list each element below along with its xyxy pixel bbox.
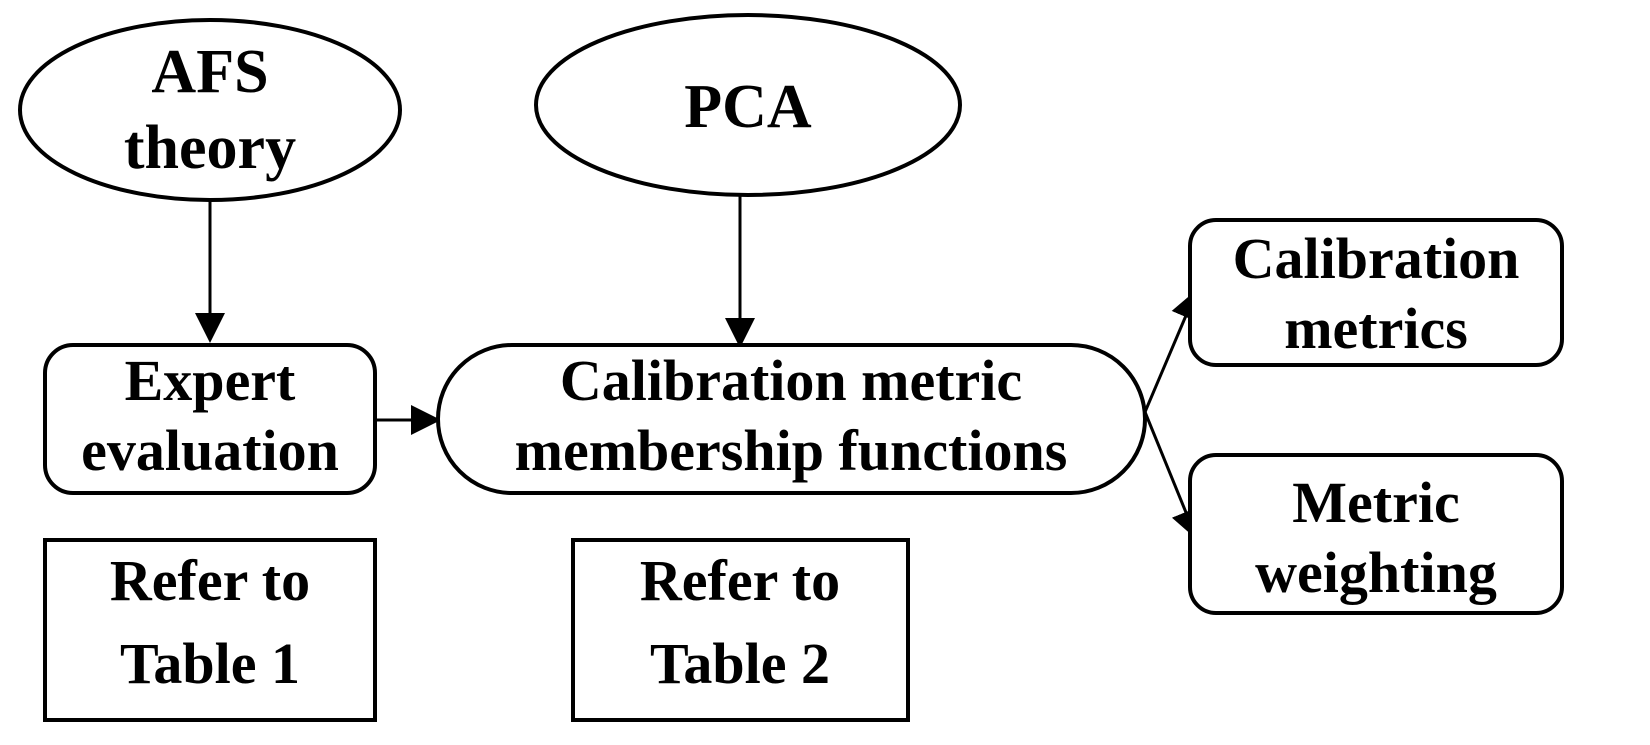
expert-evaluation-shape <box>43 343 377 495</box>
afs-theory-line2: theory <box>124 114 296 182</box>
edge-membership-to-calibration-metrics <box>1143 289 1200 413</box>
calibration-metrics-line2: metrics <box>1284 296 1468 361</box>
membership-functions-line1: Calibration metric <box>560 348 1022 413</box>
refer-table-2-shape <box>571 538 910 722</box>
pca-shape <box>534 13 962 197</box>
expert-evaluation-line2: evaluation <box>81 418 339 483</box>
refer-table-1-line1: Refer to <box>110 548 310 613</box>
node-refer-table-1: Refer to Table 1 <box>43 538 377 722</box>
metric-weighting-line1: Metric <box>1292 470 1459 535</box>
refer-table-1-shape <box>43 538 377 722</box>
membership-functions-shape <box>436 343 1147 495</box>
node-membership-functions: Calibration metric membership functions <box>436 343 1147 495</box>
node-expert-evaluation: Expert evaluation <box>43 343 377 495</box>
calibration-metrics-shape <box>1188 218 1564 367</box>
node-afs-theory: AFS theory <box>18 18 402 202</box>
refer-table-2-line2: Table 2 <box>650 631 830 696</box>
afs-theory-line1: AFS <box>151 38 268 106</box>
metric-weighting-line2: weighting <box>1255 540 1497 605</box>
metric-weighting-shape <box>1188 453 1564 615</box>
membership-functions-line2: membership functions <box>515 418 1068 483</box>
expert-evaluation-line1: Expert <box>125 348 296 413</box>
node-pca: PCA <box>534 13 962 197</box>
pca-label: PCA <box>684 73 812 141</box>
edge-membership-to-metric-weighting <box>1143 411 1200 540</box>
node-refer-table-2: Refer to Table 2 <box>571 538 910 722</box>
afs-theory-shape <box>18 18 402 202</box>
node-calibration-metrics: Calibration metrics <box>1188 218 1564 367</box>
refer-table-1-line2: Table 1 <box>120 631 300 696</box>
refer-table-2-line1: Refer to <box>640 548 840 613</box>
calibration-metrics-line1: Calibration <box>1233 226 1520 291</box>
node-metric-weighting: Metric weighting <box>1188 453 1564 615</box>
